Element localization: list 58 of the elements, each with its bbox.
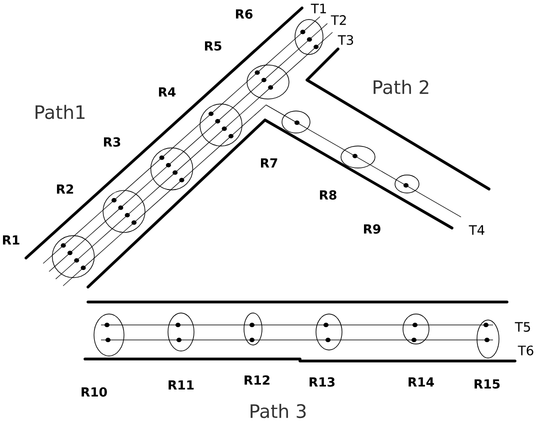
region-label: R13 [310, 377, 335, 387]
track-line [307, 128, 345, 150]
track-line [240, 97, 260, 116]
path-label: Path 2 [374, 80, 428, 94]
region-label: R6 [236, 9, 252, 19]
track-line [190, 142, 210, 160]
track-line [340, 324, 404, 326]
track-label: T6 [518, 346, 534, 356]
region-label: R2 [57, 184, 74, 194]
region-label: R14 [408, 377, 434, 387]
track-line [62, 278, 72, 286]
track-line [314, 16, 320, 22]
track-label: T2 [330, 15, 346, 25]
region-label: R7 [260, 158, 278, 168]
track-line [321, 23, 328, 29]
track-line [242, 104, 285, 126]
region-label: R12 [244, 375, 270, 385]
track-line [193, 324, 244, 326]
region-label: R1 [3, 235, 20, 245]
track-line [55, 274, 62, 280]
track-line [172, 124, 200, 148]
region-label: R4 [158, 87, 176, 97]
track-label: T3 [338, 35, 354, 45]
track-label: T1 [310, 4, 326, 14]
region-label: R11 [168, 380, 194, 390]
track-line [415, 190, 462, 218]
track-line [428, 324, 480, 326]
track-line [42, 255, 52, 264]
track-line [136, 178, 154, 194]
track-line [232, 92, 251, 108]
track-line [278, 48, 299, 68]
track-line [184, 134, 203, 152]
track-line [144, 190, 171, 213]
track-line [142, 186, 160, 202]
track-line [266, 38, 296, 66]
track-line [322, 32, 333, 42]
track-line [74, 210, 104, 236]
path-label: Path1 [36, 104, 85, 120]
region-label: R8 [320, 190, 336, 200]
track-line [92, 228, 112, 247]
track-label: T4 [468, 225, 484, 235]
region-label: R10 [82, 387, 107, 397]
track-line [85, 221, 106, 240]
region-label: R3 [104, 137, 120, 147]
path-label: Path 3 [250, 404, 306, 418]
track-label: T5 [514, 322, 530, 332]
region-label: R5 [204, 41, 222, 51]
track-line [94, 232, 123, 258]
track-line [124, 167, 151, 191]
track-line [122, 324, 169, 326]
track-line [370, 164, 396, 180]
region-label: R9 [364, 224, 380, 234]
region-label: R15 [474, 379, 500, 389]
track-line [192, 146, 220, 170]
track-line [222, 82, 248, 104]
track-line [262, 324, 317, 326]
track-line [286, 54, 308, 74]
track-line [48, 266, 55, 272]
